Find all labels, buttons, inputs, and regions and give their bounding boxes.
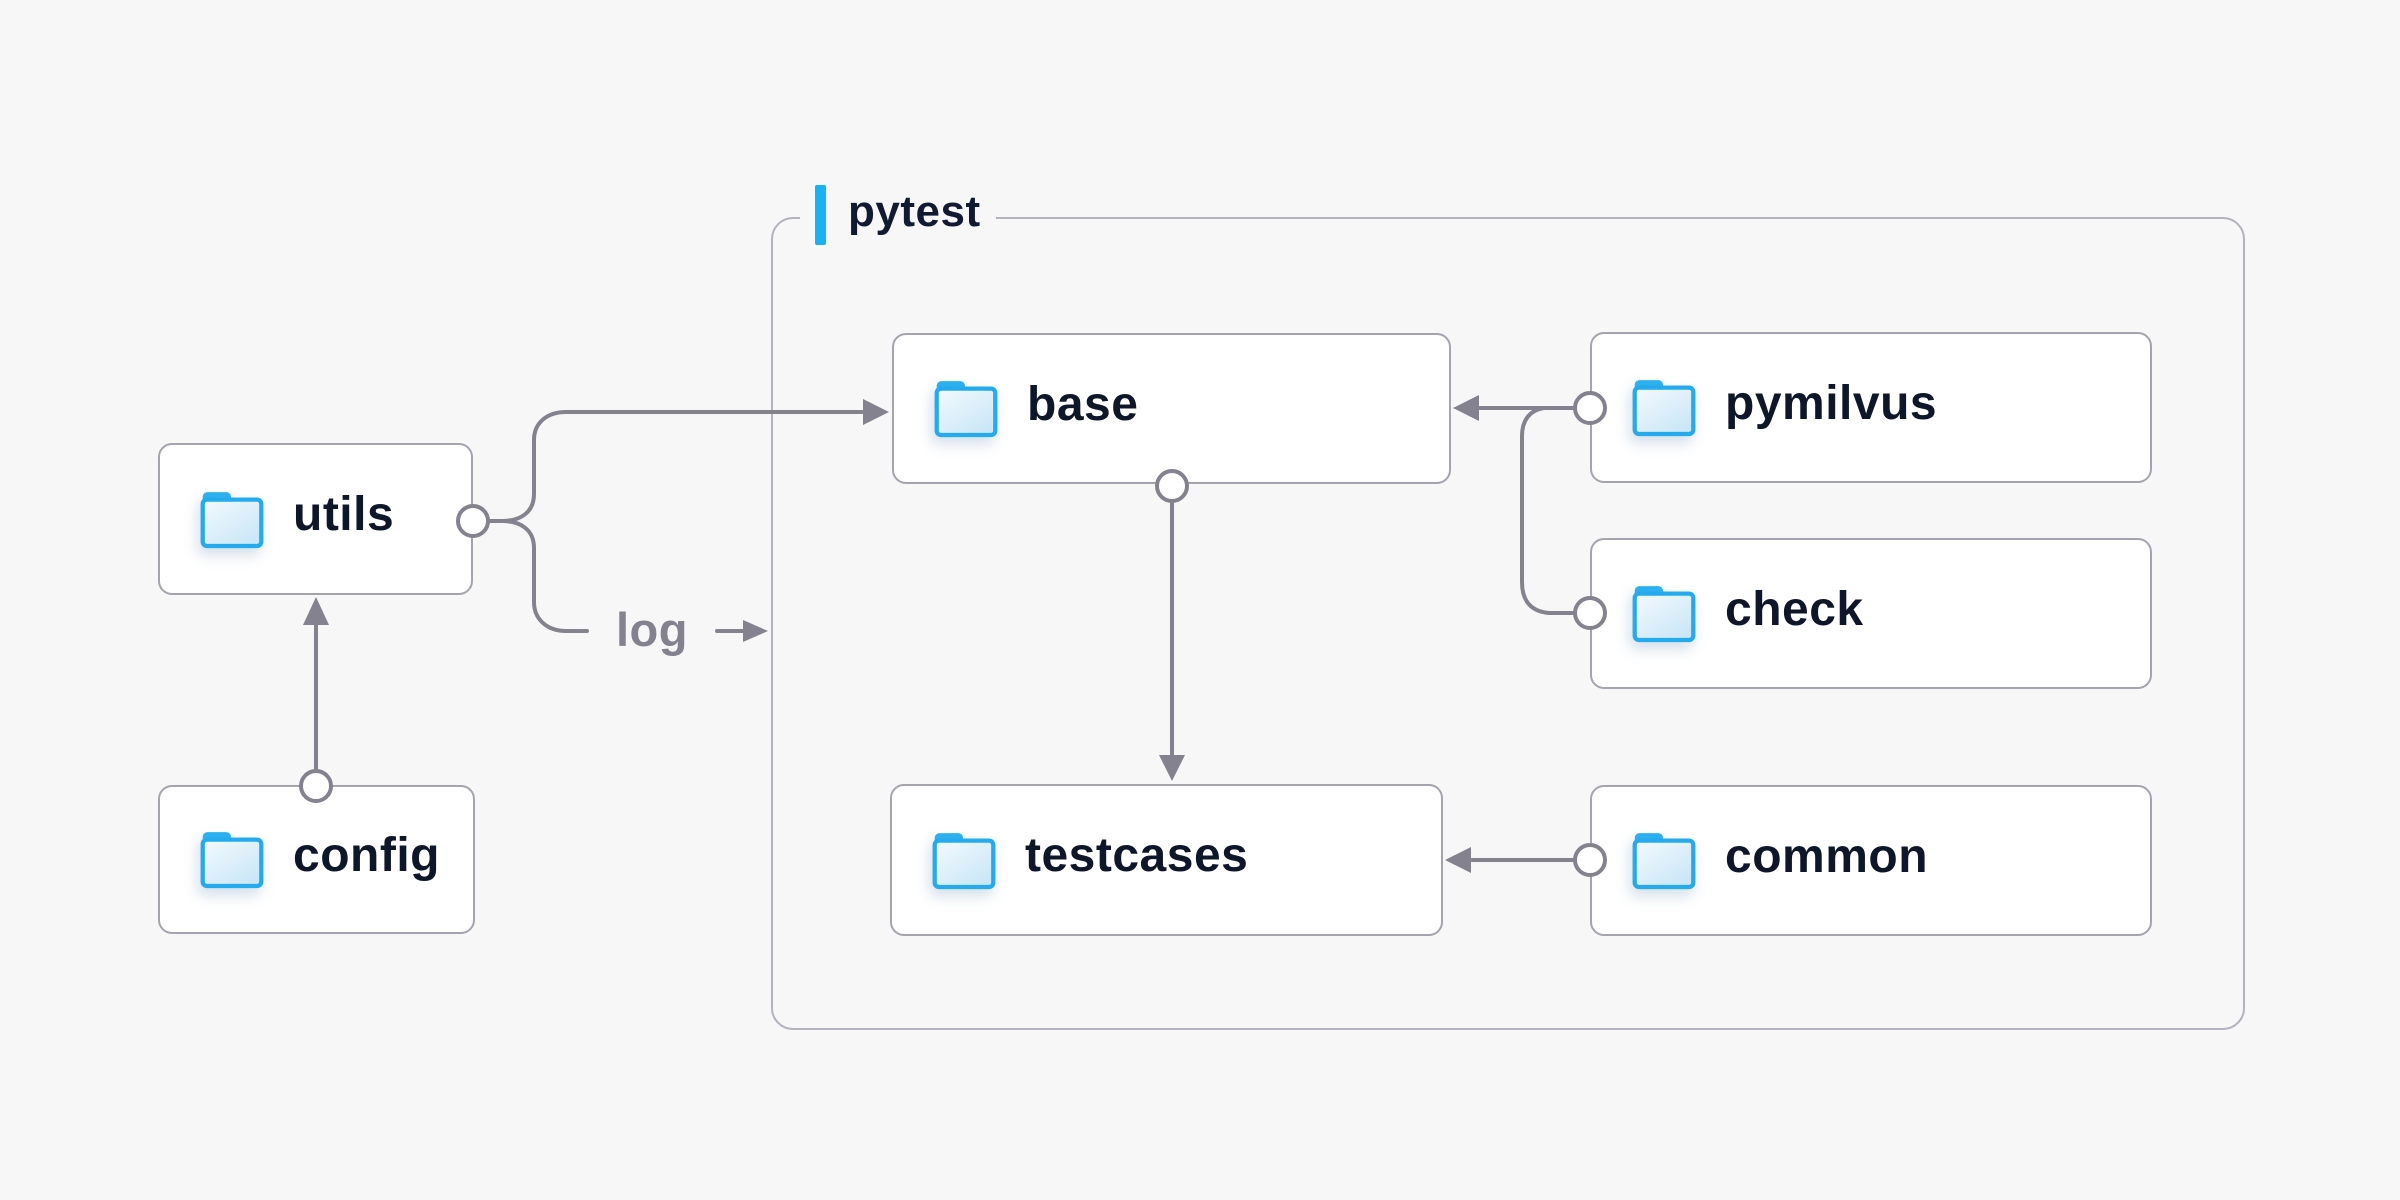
folder-icon (930, 831, 998, 890)
node-label: base (1027, 377, 1139, 431)
folder-icon (1630, 584, 1698, 643)
edge-utils-log (500, 519, 589, 633)
folder-icon (932, 379, 1000, 438)
node-common: common (1590, 785, 2152, 936)
node-label: config (293, 828, 440, 882)
node-label: utils (293, 488, 395, 541)
node-label: testcases (1025, 829, 1249, 882)
node-testcases: testcases (890, 784, 1443, 936)
folder-icon (1630, 378, 1698, 437)
pytest-container-label: pytest (800, 184, 996, 246)
arrowhead-right-icon (743, 620, 768, 642)
accent-bar-icon (815, 185, 826, 245)
node-pymilvus: pymilvus (1590, 332, 2152, 483)
arrowhead-up-icon (303, 597, 329, 625)
folder-icon (198, 830, 266, 889)
edge-label-log: log (616, 602, 688, 656)
folder-icon (1630, 831, 1698, 890)
node-utils: utils (158, 443, 473, 595)
container-label-text: pytest (848, 187, 981, 236)
node-config: config (158, 785, 475, 934)
folder-icon (198, 490, 266, 549)
node-label: pymilvus (1725, 376, 1938, 430)
node-label: check (1725, 582, 1864, 636)
node-base: base (892, 333, 1451, 484)
node-label: common (1725, 829, 1929, 883)
node-check: check (1590, 538, 2152, 689)
pytest-container (771, 217, 2245, 1030)
